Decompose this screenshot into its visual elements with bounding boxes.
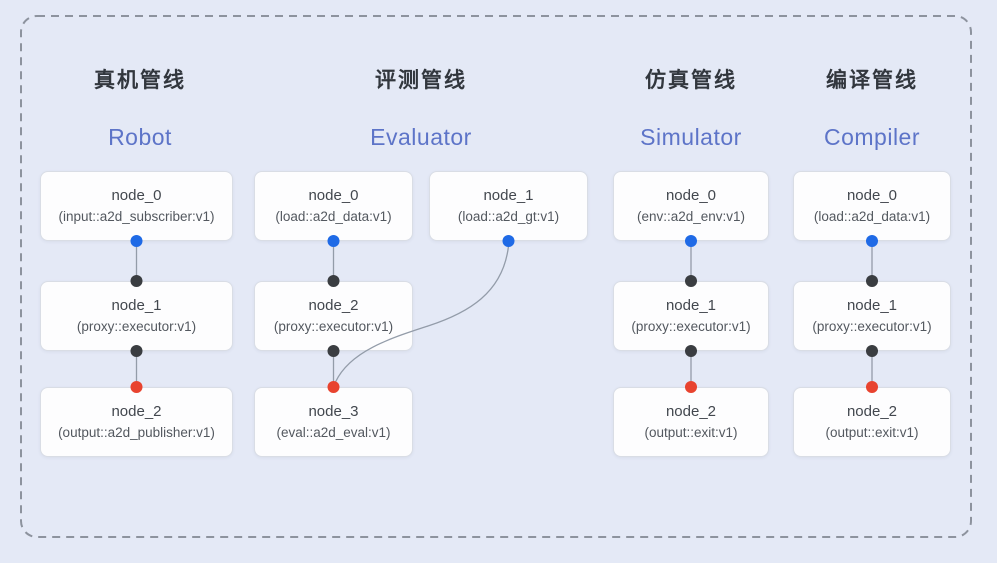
node-subtitle: (input::a2d_subscriber:v1) <box>58 209 215 224</box>
pipeline-title-en-compiler: Compiler <box>823 124 921 150</box>
node-title: node_1 <box>665 297 717 314</box>
node-subtitle: (proxy::executor:v1) <box>812 319 932 334</box>
node-card-compiler-1[interactable]: node_1 (proxy::executor:v1) <box>793 281 951 351</box>
node-card-evaluator-0[interactable]: node_0 (load::a2d_data:v1) <box>254 171 413 241</box>
node-title: node_2 <box>665 403 717 420</box>
node-card-robot-1[interactable]: node_1 (proxy::executor:v1) <box>40 281 233 351</box>
node-title: node_2 <box>111 403 162 420</box>
node-card-evaluator-1[interactable]: node_1 (load::a2d_gt:v1) <box>429 171 588 241</box>
node-title: node_1 <box>846 297 898 314</box>
node-title: node_1 <box>483 187 534 204</box>
node-card-robot-2[interactable]: node_2 (output::a2d_publisher:v1) <box>40 387 233 457</box>
node-subtitle: (proxy::executor:v1) <box>273 319 394 334</box>
pipeline-title-en-robot: Robot <box>108 124 172 150</box>
node-title: node_0 <box>111 187 162 204</box>
node-card-simulator-0[interactable]: node_0 (env::a2d_env:v1) <box>613 171 769 241</box>
node-subtitle: (load::a2d_data:v1) <box>813 209 931 224</box>
pipeline-title-en-simulator: Simulator <box>640 124 742 150</box>
node-card-simulator-2[interactable]: node_2 (output::exit:v1) <box>613 387 769 457</box>
pipeline-title-cn-evaluator: 评测管线 <box>375 69 467 92</box>
node-subtitle: (load::a2d_gt:v1) <box>457 209 560 224</box>
node-subtitle: (eval::a2d_eval:v1) <box>276 425 391 440</box>
node-title: node_0 <box>308 187 359 204</box>
node-title: node_0 <box>665 187 717 204</box>
node-subtitle: (output::a2d_publisher:v1) <box>58 425 215 440</box>
node-subtitle: (load::a2d_data:v1) <box>275 209 392 224</box>
node-subtitle: (proxy::executor:v1) <box>631 319 751 334</box>
node-title: node_0 <box>846 187 898 204</box>
node-card-compiler-2[interactable]: node_2 (output::exit:v1) <box>793 387 951 457</box>
node-title: node_3 <box>308 403 359 420</box>
node-subtitle: (output::exit:v1) <box>825 425 919 440</box>
node-subtitle: (proxy::executor:v1) <box>76 319 197 334</box>
node-card-evaluator-3[interactable]: node_3 (eval::a2d_eval:v1) <box>254 387 413 457</box>
pipeline-title-en-evaluator: Evaluator <box>370 124 472 150</box>
pipeline-title-cn-compiler: 编译管线 <box>826 69 918 92</box>
dashed-border <box>20 15 972 538</box>
node-card-simulator-1[interactable]: node_1 (proxy::executor:v1) <box>613 281 769 351</box>
node-title: node_2 <box>308 297 359 314</box>
node-card-evaluator-2[interactable]: node_2 (proxy::executor:v1) <box>254 281 413 351</box>
node-card-robot-0[interactable]: node_0 (input::a2d_subscriber:v1) <box>40 171 233 241</box>
node-title: node_2 <box>846 403 898 420</box>
node-subtitle: (env::a2d_env:v1) <box>636 209 746 224</box>
pipeline-title-cn-robot: 真机管线 <box>94 69 186 92</box>
node-title: node_1 <box>111 297 162 314</box>
node-card-compiler-0[interactable]: node_0 (load::a2d_data:v1) <box>793 171 951 241</box>
node-subtitle: (output::exit:v1) <box>644 425 738 440</box>
pipeline-title-cn-simulator: 仿真管线 <box>645 69 737 92</box>
